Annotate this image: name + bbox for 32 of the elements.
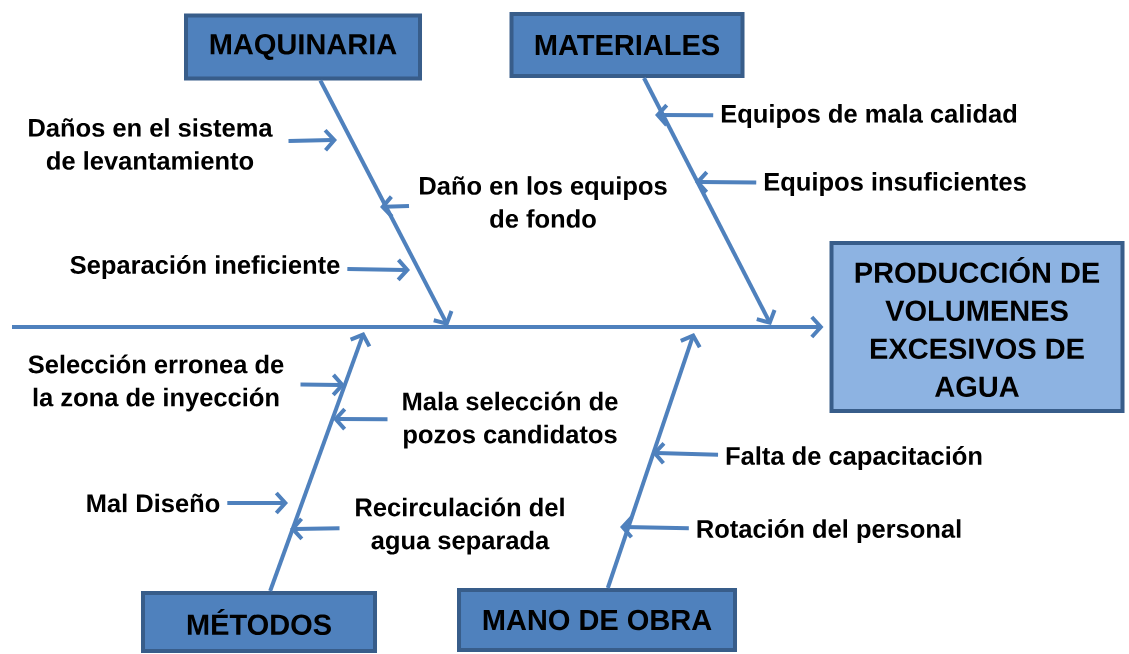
arrow xyxy=(347,258,410,282)
bone-arrow xyxy=(318,79,454,326)
cause-label: Equipos insuficientes xyxy=(764,172,1026,196)
cause-label: Equipos de mala calidad xyxy=(721,104,1017,128)
cause-label: Daños en el sistema de levantamiento xyxy=(29,118,273,170)
cause-label: Separación ineficiente xyxy=(70,255,340,279)
arrow xyxy=(695,170,757,194)
arrow xyxy=(300,373,345,397)
cause-label: Rotación del personal xyxy=(697,519,961,543)
arrow xyxy=(380,195,410,219)
effect-box: PRODUCCIÓN DE VOLUMENES EXCESIVOS DE AGUA xyxy=(829,241,1125,413)
category-box: MÉTODOS xyxy=(141,591,377,653)
category-box: MATERIALES xyxy=(509,12,745,78)
category-box: MAQUINARIA xyxy=(184,13,422,81)
bone-arrow xyxy=(642,77,777,325)
arrow xyxy=(227,491,288,515)
arrow xyxy=(620,515,689,539)
bone-arrow xyxy=(605,333,702,589)
arrow xyxy=(655,103,714,127)
spine-arrow xyxy=(12,315,824,339)
cause-label: Daño en los equipos de fondo xyxy=(420,176,667,228)
cause-label: Selección erronea de la zona de inyección xyxy=(28,354,284,412)
category-box: MANO DE OBRA xyxy=(457,588,737,652)
arrow xyxy=(333,407,388,431)
arrow xyxy=(288,128,337,152)
arrow xyxy=(652,441,719,465)
cause-label: Mala selección de pozos candidatos xyxy=(403,391,618,449)
cause-label: Mal Diseño xyxy=(87,493,220,513)
cause-label: Recirculación del agua separada xyxy=(356,497,564,555)
cause-label: Falta de capacitación xyxy=(726,446,982,470)
arrow xyxy=(290,517,340,541)
bone-arrow xyxy=(268,332,372,592)
